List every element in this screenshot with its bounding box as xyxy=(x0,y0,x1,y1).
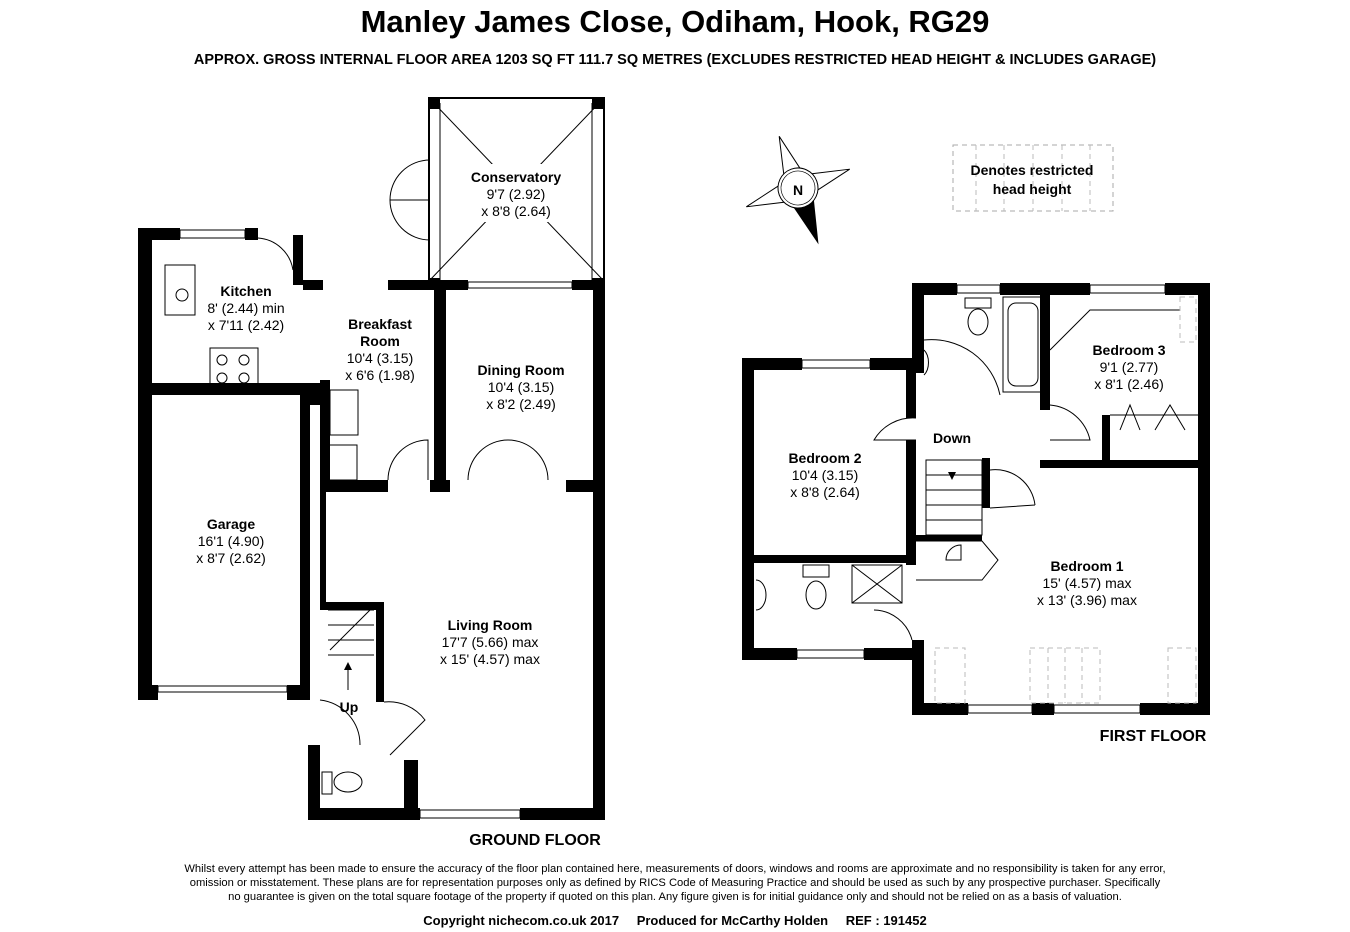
copyright-line: Copyright nichecom.co.uk 2017 Produced f… xyxy=(0,913,1350,928)
room-kitchen: Kitchen 8' (2.44) min x 7'11 (2.42) xyxy=(207,283,284,333)
stairs-down-label: Down xyxy=(933,430,971,446)
room-dim: x 8'8 (2.64) xyxy=(481,203,551,219)
room-name: Bedroom 3 xyxy=(1092,342,1165,358)
room-name: Breakfast xyxy=(348,316,412,332)
room-bedroom2: Bedroom 2 10'4 (3.15) x 8'8 (2.64) xyxy=(788,450,861,500)
stairs-down-arrow-icon xyxy=(948,472,956,480)
room-name: Garage xyxy=(207,516,255,532)
produced-for-text: Produced for McCarthy Holden xyxy=(636,913,829,928)
room-dim: x 15' (4.57) max xyxy=(440,651,540,667)
room-conservatory: Conservatory 9'7 (2.92) x 8'8 (2.64) xyxy=(462,164,570,222)
room-name: Conservatory xyxy=(471,169,561,185)
page-title: Manley James Close, Odiham, Hook, RG29 xyxy=(360,4,990,39)
room-dining: Dining Room 10'4 (3.15) x 8'2 (2.49) xyxy=(477,362,564,412)
legend-line-2: head height xyxy=(993,181,1072,197)
room-bedroom1: Bedroom 1 15' (4.57) max x 13' (3.96) ma… xyxy=(1037,558,1137,608)
room-dim: 9'1 (2.77) xyxy=(1100,359,1159,375)
room-name: Dining Room xyxy=(477,362,564,378)
restricted-height-legend: Denotes restricted head height xyxy=(952,144,1114,212)
room-living: Living Room 17'7 (5.66) max x 15' (4.57)… xyxy=(440,617,540,667)
room-dim: 10'4 (3.15) xyxy=(792,467,859,483)
room-dim: x 8'8 (2.64) xyxy=(790,484,860,500)
room-name: Bedroom 2 xyxy=(788,450,861,466)
room-dim: x 8'7 (2.62) xyxy=(196,550,266,566)
stairs-up-arrow-icon xyxy=(344,662,352,670)
ground-floor-label: GROUND FLOOR xyxy=(469,832,601,849)
room-dim: 8' (2.44) min xyxy=(207,300,284,316)
room-dim: x 7'11 (2.42) xyxy=(208,317,284,333)
room-dim: 10'4 (3.15) xyxy=(347,350,414,366)
room-name: Living Room xyxy=(448,617,533,633)
north-compass-icon: N xyxy=(746,136,850,245)
reference-text: REF : 191452 xyxy=(845,913,927,928)
room-name: Bedroom 1 xyxy=(1050,558,1123,574)
disclaimer: Whilst every attempt has been made to en… xyxy=(140,862,1210,904)
room-dim: 17'7 (5.66) max xyxy=(442,634,539,650)
disclaimer-line: no guarantee is given on the total squar… xyxy=(228,891,1122,903)
copyright-text: Copyright nichecom.co.uk 2017 xyxy=(423,913,620,928)
room-dim: x 8'1 (2.46) xyxy=(1094,376,1164,392)
room-name: Kitchen xyxy=(220,283,271,299)
legend-line-1: Denotes restricted xyxy=(971,162,1094,178)
first-floor-walls xyxy=(742,283,1210,715)
compass-north-label: N xyxy=(793,182,803,198)
disclaimer-line: Whilst every attempt has been made to en… xyxy=(184,863,1166,875)
room-dim: x 6'6 (1.98) xyxy=(345,367,415,383)
room-garage: Garage 16'1 (4.90) x 8'7 (2.62) xyxy=(196,516,266,566)
room-dim: x 8'2 (2.49) xyxy=(486,396,556,412)
room-dim: 10'4 (3.15) xyxy=(488,379,555,395)
room-name: Room xyxy=(360,333,400,349)
room-breakfast: Breakfast Room 10'4 (3.15) x 6'6 (1.98) xyxy=(345,316,415,383)
room-bedroom3: Bedroom 3 9'1 (2.77) x 8'1 (2.46) xyxy=(1092,342,1165,392)
first-floor-fixtures xyxy=(755,284,1198,714)
room-dim: x 13' (3.96) max xyxy=(1037,592,1137,608)
stairs-up-label: Up xyxy=(340,699,359,715)
room-dim: 15' (4.57) max xyxy=(1042,575,1131,591)
disclaimer-line: omission or misstatement. These plans ar… xyxy=(189,877,1161,889)
first-floor-label: FIRST FLOOR xyxy=(1100,728,1207,745)
room-dim: 16'1 (4.90) xyxy=(198,533,265,549)
room-dim: 9'7 (2.92) xyxy=(487,186,546,202)
ground-floor-walls xyxy=(138,97,605,820)
floor-area-subtitle: APPROX. GROSS INTERNAL FLOOR AREA 1203 S… xyxy=(193,52,1157,68)
